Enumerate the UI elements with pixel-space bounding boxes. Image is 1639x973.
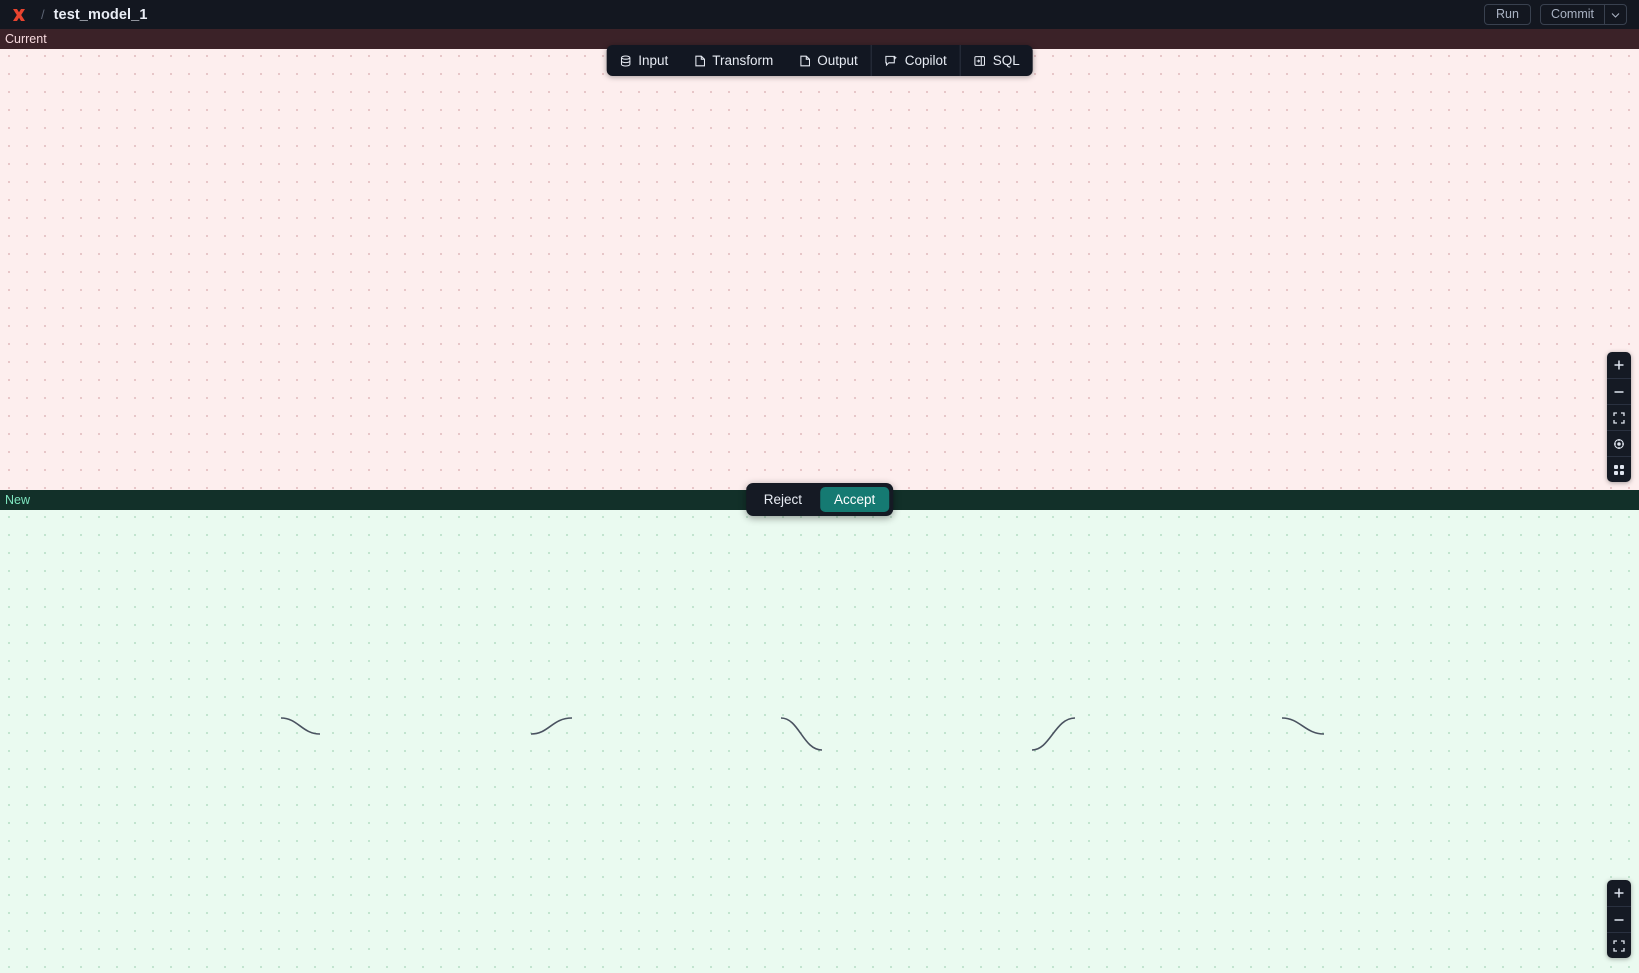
toolbar-label-output: Output <box>817 53 858 68</box>
current-zoom-controls <box>1607 352 1631 482</box>
grid-icon[interactable] <box>1607 456 1631 482</box>
target-icon[interactable] <box>1607 430 1631 456</box>
top-bar-actions: Run Commit <box>1484 4 1631 25</box>
toolbar-item-input[interactable]: Input <box>606 45 681 76</box>
toolbar-label-sql: SQL <box>993 53 1020 68</box>
plus-icon[interactable] <box>1607 880 1631 906</box>
new-canvas[interactable] <box>0 490 1639 973</box>
new-version-pane: New fct_github_pull_requests Model Na <box>0 490 1639 973</box>
fit-screen-icon[interactable] <box>1607 404 1631 430</box>
toolbar-item-transform[interactable]: Transform <box>681 45 786 76</box>
current-canvas[interactable] <box>0 29 1639 490</box>
chevron-down-icon[interactable] <box>1604 5 1626 24</box>
page-title: test_model_1 <box>54 7 148 23</box>
toolbar-label-transform: Transform <box>712 53 773 68</box>
reject-button[interactable]: Reject <box>750 487 816 512</box>
top-bar: / test_model_1 Run Commit <box>0 0 1639 29</box>
commit-button[interactable]: Commit <box>1541 5 1604 24</box>
database-icon <box>619 55 631 67</box>
minus-icon[interactable] <box>1607 906 1631 932</box>
accept-button[interactable]: Accept <box>820 487 889 512</box>
decision-bar: Reject Accept <box>746 483 894 516</box>
toolbar-item-copilot[interactable]: Copilot <box>871 45 960 76</box>
toolbar-item-output[interactable]: Output <box>786 45 871 76</box>
plus-icon[interactable] <box>1607 352 1631 378</box>
toolbar-label-input: Input <box>638 53 668 68</box>
fit-screen-icon[interactable] <box>1607 932 1631 958</box>
document-icon <box>799 55 810 67</box>
panel-right-icon <box>974 55 986 67</box>
run-button[interactable]: Run <box>1484 4 1531 25</box>
current-version-pane: Current <box>0 29 1639 490</box>
breadcrumb-separator: / <box>41 7 45 22</box>
sparkle-chat-icon <box>885 55 898 67</box>
toolbar-label-copilot: Copilot <box>905 53 947 68</box>
document-icon <box>694 55 705 67</box>
mode-toolbar: Input Transform Output Copilot <box>606 45 1033 76</box>
app-logo-icon[interactable] <box>8 4 30 26</box>
commit-button-group[interactable]: Commit <box>1540 4 1627 25</box>
minus-icon[interactable] <box>1607 378 1631 404</box>
new-zoom-controls <box>1607 880 1631 958</box>
toolbar-item-sql[interactable]: SQL <box>960 45 1033 76</box>
